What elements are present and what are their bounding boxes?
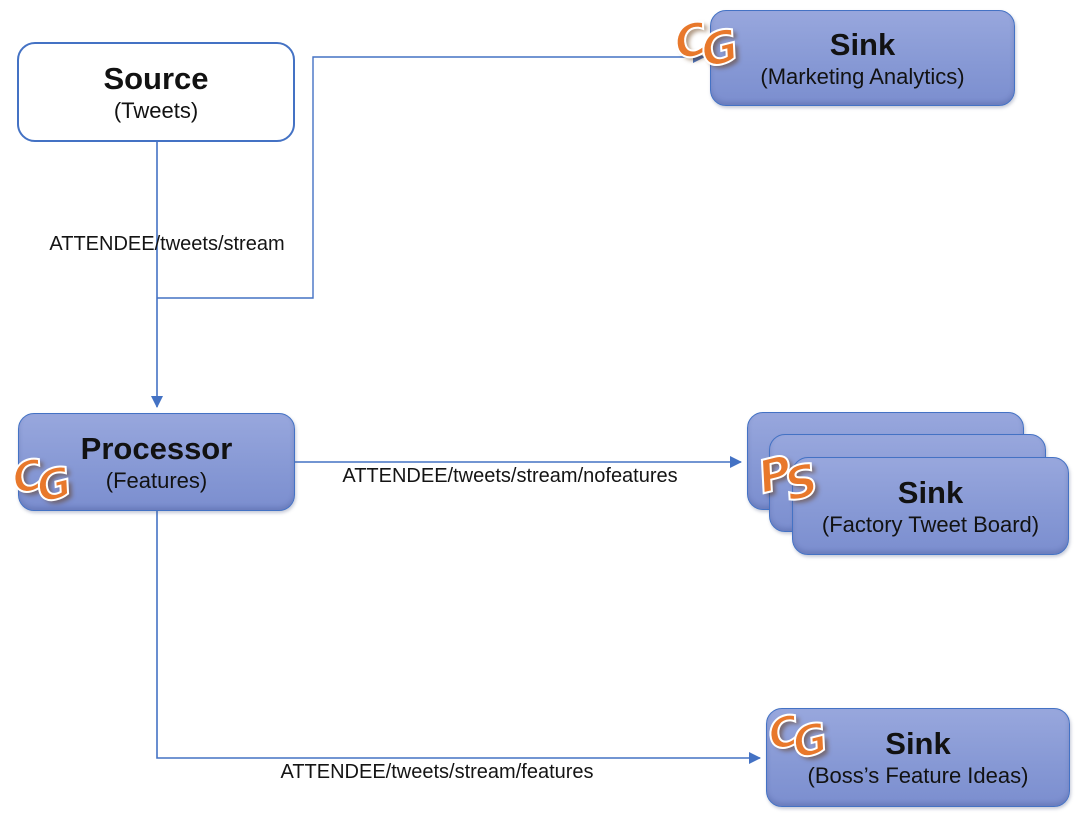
node-source-subtitle: (Tweets) (113, 97, 199, 123)
edge-label-nofeatures: ATTENDEE/tweets/stream/nofeatures (342, 465, 678, 487)
node-sink-boss-subtitle: (Boss’s Feature Ideas) (807, 763, 1029, 788)
edge-label-tweets-stream: ATTENDEE/tweets/stream (49, 233, 285, 255)
node-sink-factory-subtitle: (Factory Tweet Board) (821, 511, 1040, 537)
node-processor-subtitle: (Features) (105, 467, 208, 493)
cg-logo: CG (762, 701, 838, 769)
node-sink-boss: Sink (Boss’s Feature Ideas) (766, 708, 1070, 807)
node-sink-marketing-subtitle: (Marketing Analytics) (760, 63, 965, 89)
edge-processor-to-boss-sink-line (156, 511, 761, 764)
node-sink-factory-title: Sink (897, 474, 964, 510)
edge-label-features: ATTENDEE/tweets/stream/features (280, 761, 594, 783)
node-source-title: Source (103, 60, 209, 96)
node-processor: Processor (Features) (18, 413, 295, 511)
node-source: Source (Tweets) (17, 42, 295, 142)
node-sink-factory: Sink (Factory Tweet Board) (792, 457, 1069, 555)
ps-logo: PS (752, 441, 828, 513)
node-processor-title: Processor (80, 430, 233, 466)
edge-source-to-marketing-sink-line (157, 51, 705, 299)
node-sink-marketing: Sink (Marketing Analytics) (710, 10, 1015, 106)
node-sink-marketing-title: Sink (829, 26, 896, 62)
cg-logo: CG (668, 6, 749, 79)
cg-logo: CG (6, 445, 82, 513)
node-sink-boss-title: Sink (885, 726, 951, 761)
